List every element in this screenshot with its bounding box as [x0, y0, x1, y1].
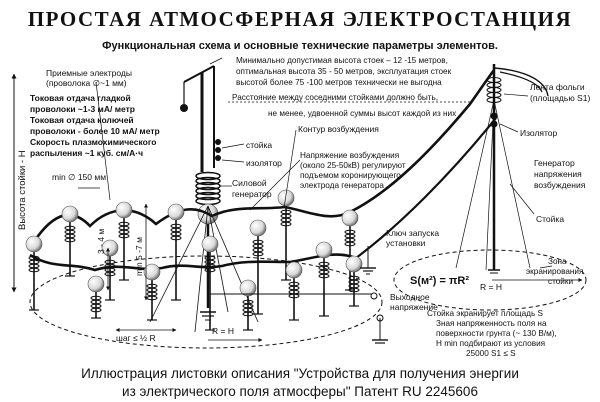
leader-lines — [95, 57, 553, 269]
electrodes-label-1: Приемные электроды — [46, 68, 132, 78]
voltage-note-3: подъемом коронирующего — [300, 171, 401, 180]
electrode-post — [143, 263, 161, 321]
screen-note-4: H min подбирают из условия — [436, 339, 545, 348]
mast-top-insulator — [215, 139, 221, 145]
distance-note-1: Расстояние между соседними стойками долж… — [232, 93, 438, 102]
caption-line-1: Иллюстрация листовки описания "Устройств… — [81, 366, 519, 381]
zone-label-1: Зона — [548, 257, 567, 266]
electrode-post — [61, 205, 79, 277]
electrode-ball — [87, 275, 105, 293]
electrode-ball — [285, 261, 303, 279]
voltage-note-2: (около 25-50кВ) регулируют — [300, 161, 406, 170]
current-note-1: Токовая отдача гладкой — [30, 93, 131, 103]
electrode-posts — [25, 189, 363, 331]
right-stoika-label: Стойка — [536, 214, 564, 224]
electrode-ball — [25, 235, 43, 253]
screen-note-5: 25000 S1 ≤ S — [466, 349, 516, 358]
right-insulator — [490, 112, 498, 120]
electrode-ring-outline — [29, 255, 383, 349]
screen-note-3: поверхности грунта (~ 130 В/м), — [436, 329, 557, 338]
subtitle: Функциональная схема и основные техничес… — [102, 40, 498, 52]
dim-3-4-label: 3 - 4 м — [96, 229, 106, 254]
foil-label-2: (площадью S1) — [530, 93, 590, 103]
foil-strip — [493, 67, 549, 97]
electrode-post — [341, 209, 359, 291]
generator-label-1: Силовой — [232, 178, 267, 188]
electrode-post — [315, 241, 333, 317]
dim-min-5-7-label: min 5 -7 м — [134, 237, 144, 276]
current-note-2: проволоки ~1-3 мА/ метр — [30, 104, 135, 114]
height-note-1: Минимально допустимая высота стоек – 12 … — [236, 56, 448, 65]
electrode-post — [115, 201, 133, 281]
electrode-post — [167, 203, 185, 301]
gen-excitation-label-2: напряжения — [534, 169, 582, 179]
electrode-post — [285, 261, 303, 321]
min-diameter-label: min ∅ 150 мм — [52, 172, 106, 182]
output-label-2: напряжение — [390, 302, 438, 312]
power-generator-coil — [195, 171, 221, 206]
caption-line-2: из электрического поля атмосферы" Патент… — [122, 384, 478, 399]
output-terminal — [210, 292, 388, 344]
electrodes-label-2: (проволока ∅~1 мм) — [46, 78, 127, 88]
foil-label-1: Лента фольги — [530, 82, 585, 92]
r-eq-h-left: R = H — [212, 326, 234, 336]
contour-label: Контур возбуждения — [298, 124, 379, 134]
generator-label-2: генератор — [232, 189, 272, 199]
current-note-4: проволоки - более 10 мА/ метр — [30, 126, 160, 136]
electrode-ball — [345, 255, 363, 273]
electrode-post — [345, 255, 363, 307]
electrode-ball — [201, 235, 219, 253]
right-coil — [486, 77, 502, 103]
electrode-ball — [277, 189, 295, 207]
gen-excitation-label-1: Генератор — [534, 158, 575, 168]
screen-note-2: Зная напряженность поля на — [436, 319, 547, 328]
current-note-3: Токовая отдача колючей — [30, 115, 134, 125]
voltage-note-4: электрода генератора — [300, 181, 384, 190]
ground-symbol-key — [360, 246, 376, 275]
screening-zone — [393, 249, 587, 311]
electrode-ball — [61, 205, 79, 223]
electrode-post — [87, 275, 105, 319]
electrode-ball — [249, 219, 267, 237]
electrode-post — [249, 219, 267, 315]
electrode-post — [25, 235, 43, 311]
mast-height-dimension: Высота стойки - Н — [11, 73, 28, 293]
izolyator-label: изолятор — [246, 158, 282, 168]
electrode-ball — [341, 209, 359, 227]
electrode-ball — [167, 203, 185, 221]
right-mast — [455, 64, 549, 274]
right-izolyator-label: Изолятор — [520, 128, 558, 138]
area-formula: S(м²) = πR² — [410, 275, 469, 287]
excitation-contour-lower — [29, 253, 357, 272]
electrode-post — [277, 189, 295, 281]
electrode-post — [239, 279, 257, 331]
key-label-2: установки — [386, 238, 426, 248]
main-title: ПРОСТАЯ АТМОСФЕРНАЯ ЭЛЕКТРОСТАНЦИЯ — [28, 7, 572, 31]
distance-note-2: не менее, удвоенной суммы высот каждой и… — [268, 109, 456, 118]
mast-height-label: Высота стойки - Н — [17, 150, 28, 230]
r-eq-h-right: R = H — [480, 282, 502, 292]
zone-label-2: экранирования — [526, 267, 583, 276]
zone-label-3: стойки — [548, 277, 573, 286]
electrode-ball — [239, 279, 257, 297]
current-note-5: Скорость плазмохимического — [30, 137, 156, 147]
step-label: шаг ≤ ½ R — [116, 333, 156, 343]
screen-note-1: Стойка экранирует площадь S — [427, 309, 543, 318]
voltage-note-1: Напряжение возбуждения — [300, 151, 399, 160]
electrode-ball — [315, 241, 333, 259]
gen-excitation-label-3: возбуждения — [534, 180, 586, 190]
key-label-1: Ключ запуска — [386, 228, 439, 238]
stoika-label: стойка — [246, 140, 272, 150]
height-note-3: высотой более 75 -100 метров технически … — [236, 78, 442, 87]
electrode-post — [201, 235, 219, 331]
electrode-ball — [115, 201, 133, 219]
current-note-6: распыления ~1 куб. см/А·ч — [30, 148, 143, 158]
output-label-1: Выходное — [390, 292, 430, 302]
height-note-2: оптимальная высота 35 - 50 метров, экспл… — [236, 67, 452, 76]
